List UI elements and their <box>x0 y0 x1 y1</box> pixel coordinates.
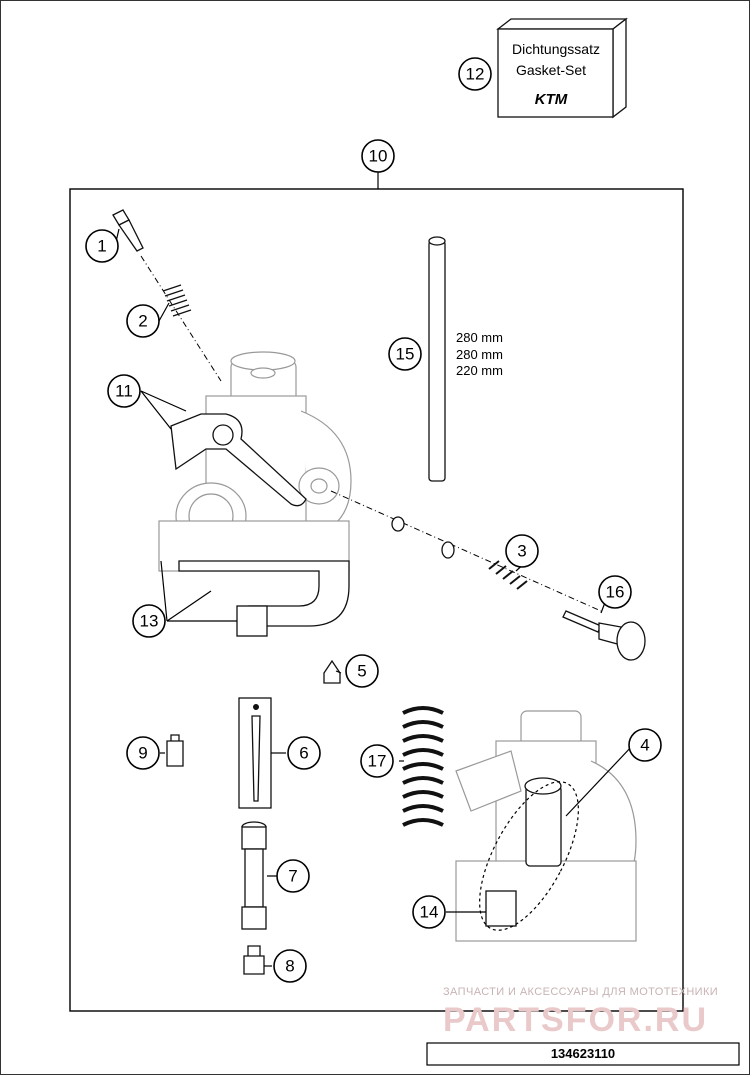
document-number: 134623110 <box>551 1046 615 1061</box>
callout-6: 6 <box>287 736 321 770</box>
callout-4: 4 <box>628 728 662 762</box>
washer-part <box>391 516 405 532</box>
tube-length-1: 280 mm <box>456 330 503 345</box>
svg-text:7: 7 <box>288 867 297 886</box>
svg-text:8: 8 <box>285 957 294 976</box>
callout-3: 3 <box>505 534 539 568</box>
ktm-logo: KTM <box>535 91 568 108</box>
callout-17: 17 <box>360 744 394 778</box>
gasket-box-line2: Gasket-Set <box>516 62 586 78</box>
tube-length-3: 220 mm <box>456 363 503 378</box>
callout-2: 2 <box>126 304 160 338</box>
idle-jet-part <box>166 734 184 767</box>
callout-9: 9 <box>126 736 160 770</box>
carburetor-body-lower <box>455 710 637 942</box>
svg-text:11: 11 <box>115 382 133 401</box>
svg-text:6: 6 <box>299 744 308 763</box>
callout-16: 16 <box>598 575 632 609</box>
svg-text:17: 17 <box>368 752 387 771</box>
callout-8: 8 <box>273 949 307 983</box>
watermark-tagline: ЗАПЧАСТИ И АКСЕССУАРЫ ДЛЯ МОТОТЕХНИКИ <box>443 986 718 998</box>
svg-text:12: 12 <box>466 65 485 84</box>
svg-text:5: 5 <box>357 662 366 681</box>
jet-needle-part <box>251 715 261 802</box>
slide-spring-part <box>402 706 444 827</box>
svg-text:15: 15 <box>396 345 415 364</box>
choke-lever-part <box>170 413 307 507</box>
svg-text:13: 13 <box>140 612 159 631</box>
callout-13: 13 <box>132 604 166 638</box>
callout-15: 15 <box>388 337 422 371</box>
main-jet-part <box>243 945 265 975</box>
svg-text:14: 14 <box>420 903 439 922</box>
svg-text:4: 4 <box>640 736 649 755</box>
air-screw-spring-part <box>488 560 528 590</box>
watermark-logo: PARTSFOR.RU <box>443 1001 708 1039</box>
document-number-box <box>426 1042 740 1066</box>
carburetor-body-upper <box>158 351 352 637</box>
callout-5: 5 <box>345 654 379 688</box>
callout-1: 1 <box>85 229 119 263</box>
svg-text:3: 3 <box>517 542 526 561</box>
o-ring-part <box>441 541 455 559</box>
svg-text:16: 16 <box>606 583 625 602</box>
callout-7: 7 <box>276 859 310 893</box>
callout-10: 10 <box>361 139 395 173</box>
air-screw-part <box>562 610 646 661</box>
svg-text:9: 9 <box>138 744 147 763</box>
overflow-tube-part <box>428 236 446 482</box>
idle-spring-part <box>162 284 192 317</box>
svg-text:2: 2 <box>138 312 147 331</box>
tube-length-2: 280 mm <box>456 347 503 362</box>
svg-text:10: 10 <box>369 147 388 166</box>
gasket-box-line1: Dichtungssatz <box>512 41 600 57</box>
needle-jet-part <box>241 821 267 930</box>
svg-text:1: 1 <box>97 237 106 256</box>
callout-12: 12 <box>458 57 492 91</box>
callout-11: 11 <box>107 374 141 408</box>
gasket-set-box: Dichtungssatz Gasket-Set KTM <box>496 17 628 119</box>
assembly-frame <box>69 188 684 1012</box>
callout-14: 14 <box>412 895 446 929</box>
float-needle-part <box>323 659 341 684</box>
idle-screw-part <box>112 209 144 252</box>
